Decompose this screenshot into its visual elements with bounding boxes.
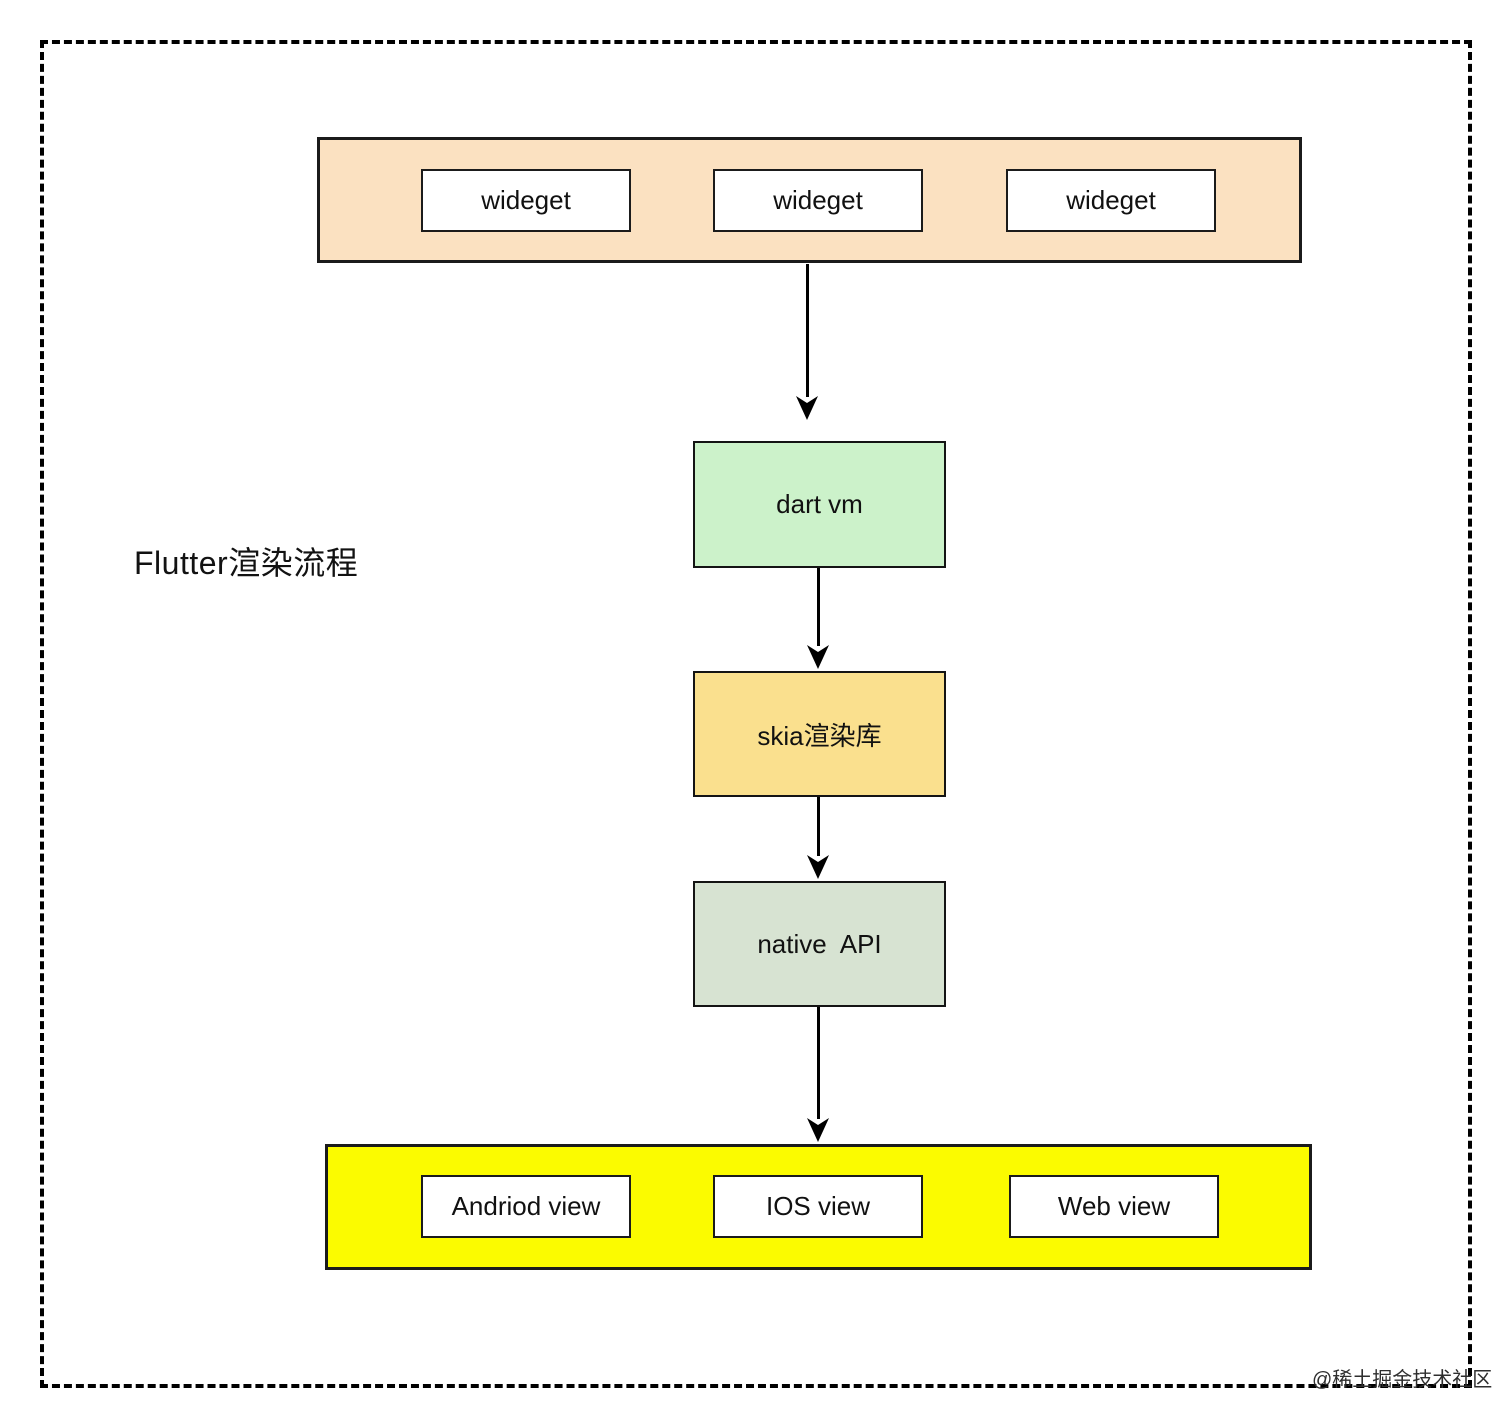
flow-arrow-native-to-views	[807, 1007, 829, 1142]
web-view-box: Web view	[1009, 1175, 1219, 1238]
native-api-node: native API	[693, 881, 946, 1007]
arrow-down-icon	[807, 1118, 829, 1142]
arrow-line	[805, 264, 809, 397]
flow-arrow-widgets-to-dartvm	[796, 264, 818, 420]
views-layer-bar: Andriod view IOS view Web view	[325, 1144, 1312, 1270]
native-api-label: native API	[757, 928, 882, 959]
arrow-line	[816, 797, 820, 856]
ios-view-label: IOS view	[765, 1191, 871, 1221]
arrow-down-icon	[796, 396, 818, 420]
arrow-down-icon	[807, 645, 829, 669]
watermark: @稀土掘金技术社区	[1312, 1369, 1493, 1391]
widget-layer-bar: wideget wideget wideget	[317, 137, 1302, 263]
flow-arrow-dartvm-to-skia	[807, 568, 829, 669]
widget-box-label: wideget	[1066, 185, 1156, 215]
widget-box: wideget	[1006, 169, 1216, 232]
ios-view-box: IOS view	[713, 1175, 923, 1238]
widget-box-label: wideget	[481, 185, 571, 215]
dart-vm-node: dart vm	[693, 441, 946, 568]
diagram-title: Flutter渲染流程	[134, 545, 359, 581]
flow-arrow-skia-to-native	[807, 797, 829, 879]
arrow-line	[816, 568, 820, 646]
widget-box: wideget	[713, 169, 923, 232]
web-view-label: Web view	[1057, 1191, 1171, 1221]
skia-label: skia渲染库	[757, 720, 882, 751]
widget-box-label: wideget	[773, 185, 863, 215]
dart-vm-label: dart vm	[776, 489, 863, 519]
arrow-down-icon	[807, 855, 829, 879]
arrow-line	[816, 1007, 820, 1119]
skia-node: skia渲染库	[693, 671, 946, 797]
android-view-label: Andriod view	[451, 1191, 601, 1221]
android-view-box: Andriod view	[421, 1175, 631, 1238]
widget-box: wideget	[421, 169, 631, 232]
